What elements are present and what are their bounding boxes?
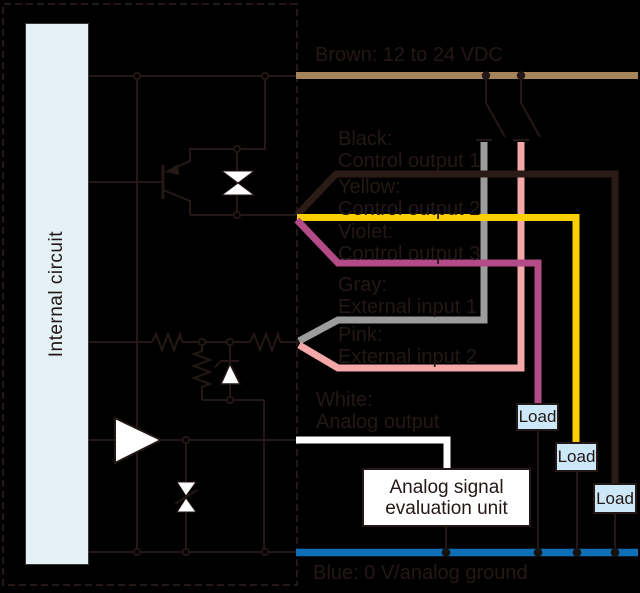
- zener-diode-triangle: [219, 362, 242, 385]
- white-wire: [296, 436, 451, 469]
- violet-wire-name: Violet:: [338, 221, 394, 243]
- yellow-wire-label: Yellow: Control output 2: [338, 176, 480, 220]
- black-wire-name: Black:: [338, 128, 393, 150]
- external-input-switches: [476, 75, 541, 141]
- black-wire: [294, 170, 619, 486]
- switch-1-blade: [485, 75, 506, 138]
- bidirectional-zener-top: [220, 170, 256, 184]
- sensor-boundary-dashed-border: [2, 3, 298, 586]
- black-wire-desc: Control output 1: [338, 150, 481, 172]
- transistor-arrow: [166, 164, 179, 175]
- transistor-collector-line: [165, 76, 266, 173]
- black-wire-label: Black: Control output 1: [338, 128, 480, 172]
- switch-2-blade: [520, 75, 541, 138]
- pink-wire-desc: External input 2: [338, 346, 477, 368]
- gray-wire: [297, 142, 488, 345]
- opamp-triangle: [114, 416, 164, 465]
- internal-circuit-lines: [89, 75, 616, 556]
- pink-wire: [297, 142, 525, 372]
- load-3-label: Load: [596, 488, 634, 508]
- switch-2-node: [516, 71, 526, 80]
- transistor-emitter-line: [162, 189, 191, 215]
- analog-unit-label-line2: evaluation unit: [385, 497, 508, 519]
- internal-circuit-label: Internal circuit: [46, 230, 67, 358]
- white-wire-label: White: Analog output: [316, 389, 439, 433]
- pink-wire-name: Pink:: [338, 324, 383, 346]
- violet-wire-label: Violet: Control output 3: [338, 221, 480, 265]
- analog-unit-label-line1: Analog signal: [389, 476, 504, 498]
- junction-nodes: [132, 71, 270, 557]
- double-zener-slash: [174, 489, 198, 505]
- switch-1-node: [481, 71, 491, 80]
- pink-wire-label: Pink: External input 2: [338, 324, 477, 368]
- gray-wire-label: Gray: External input 1: [338, 274, 477, 318]
- input-ground-line: [202, 399, 265, 552]
- bidirectional-zener-bottom: [220, 182, 256, 196]
- violet-wire-desc: Control output 3: [338, 243, 481, 265]
- resistor-2: [249, 330, 281, 353]
- load-box-3: Load: [593, 483, 637, 514]
- gray-wire-name: Gray:: [338, 274, 387, 296]
- load-1-label: Load: [518, 407, 557, 426]
- resistor-1: [151, 330, 183, 353]
- resistor-3-vertical: [191, 342, 213, 400]
- gray-wire-desc: External input 1: [338, 296, 477, 318]
- yellow-wire-desc: Control output 2: [338, 198, 481, 220]
- white-wire-desc: Analog output: [316, 411, 440, 433]
- analog-evaluation-unit-box: Analog signal evaluation unit: [362, 468, 531, 527]
- ground-bus-nodes: [441, 548, 620, 557]
- zener-diode-bar: [214, 360, 239, 368]
- brown-wire-label: Brown: 12 to 24 VDC: [315, 44, 503, 66]
- violet-wire: [294, 217, 542, 404]
- load-box-2: Load: [555, 442, 598, 472]
- yellow-wire-name: Yellow:: [338, 176, 401, 198]
- yellow-wire: [297, 214, 580, 443]
- double-zener-top: [176, 481, 197, 497]
- load-box-1: Load: [516, 403, 559, 431]
- white-wire-name: White:: [316, 389, 373, 411]
- load-2-label: Load: [557, 447, 596, 466]
- blue-wire-label: Blue: 0 V/analog ground: [313, 562, 528, 584]
- double-zener-bottom: [176, 497, 197, 513]
- internal-circuit-box: Internal circuit: [25, 23, 89, 565]
